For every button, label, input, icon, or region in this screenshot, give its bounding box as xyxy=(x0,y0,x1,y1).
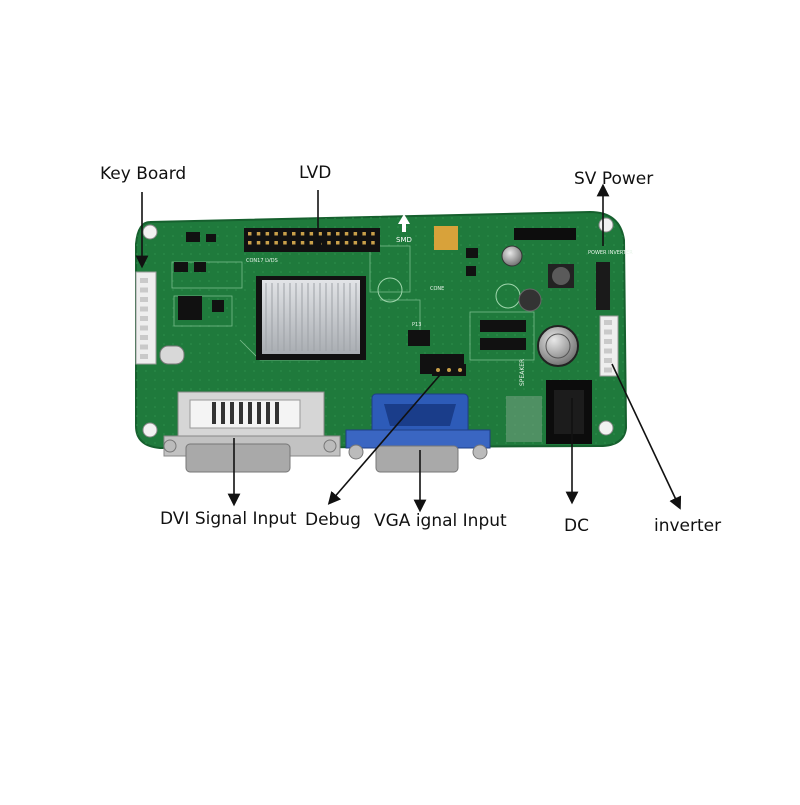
mount-hole xyxy=(598,217,614,233)
lvds-pin xyxy=(300,241,305,245)
lvds-pin xyxy=(344,232,349,236)
lvds-pin xyxy=(265,232,270,236)
lvds-pin xyxy=(265,241,270,245)
lvds-pin xyxy=(336,241,340,245)
mount-hole xyxy=(598,420,614,436)
smd-silk: SMD xyxy=(396,236,412,244)
keyboard-pin xyxy=(140,278,148,283)
lvds-pin xyxy=(248,241,252,245)
inverter-pin xyxy=(604,358,612,363)
lvds-pin xyxy=(274,241,278,245)
dvi-pin xyxy=(221,402,225,424)
mount-hole xyxy=(142,422,158,438)
crystal xyxy=(159,345,185,365)
debug-header xyxy=(432,364,466,376)
inverter-pin xyxy=(604,329,612,335)
lvds-pin xyxy=(309,232,314,236)
callout-arrows xyxy=(135,183,682,513)
top-right-components: CONE P13 xyxy=(377,226,576,328)
keyboard-pin xyxy=(140,306,148,312)
dc-jack xyxy=(546,380,592,444)
lvds-pin xyxy=(362,241,366,245)
dvi-pin xyxy=(266,402,270,424)
inverter-pin xyxy=(604,339,612,344)
lvds-pin xyxy=(318,241,322,245)
inverter-pin xyxy=(604,367,612,373)
keyboard-pin xyxy=(140,325,148,331)
label-dvi-signal-input: DVI Signal Input xyxy=(160,509,297,529)
label-keyboard: Key Board xyxy=(100,164,187,184)
arrow-debug xyxy=(327,367,447,505)
dvi-pin xyxy=(212,402,216,424)
dvi-pin xyxy=(257,402,261,424)
keyboard-pin xyxy=(140,344,148,350)
large-capacitor xyxy=(537,325,579,367)
label-inverter: inverter xyxy=(654,516,722,536)
lvds-pin xyxy=(371,232,375,236)
heatsink xyxy=(256,276,366,360)
lvds-pin xyxy=(256,232,261,236)
vga-connector xyxy=(345,393,491,473)
keyboard-pin xyxy=(140,297,148,302)
keyboard-pin xyxy=(140,287,148,293)
lvds-pin xyxy=(336,232,340,236)
lvds-pin xyxy=(248,232,252,236)
smd-marking: SMD xyxy=(396,214,412,244)
lvds-pin xyxy=(362,232,366,236)
lvds-pin xyxy=(283,241,287,245)
inverter-pin xyxy=(604,320,612,325)
keyboard-connector xyxy=(135,271,157,365)
lvds-pin xyxy=(309,241,314,245)
small-ics xyxy=(174,232,526,374)
p13-silk: P13 xyxy=(412,322,421,328)
dvi-pin xyxy=(239,402,243,424)
dvi-pin xyxy=(275,402,279,424)
label-sv-power: SV Power xyxy=(574,169,654,189)
speaker-silk: SPEAKER xyxy=(519,359,526,386)
lvds-pin xyxy=(256,241,261,245)
dvi-pin xyxy=(230,402,234,424)
lvds-pin xyxy=(292,232,296,236)
dvi-pin xyxy=(248,402,252,424)
dc-area xyxy=(506,396,542,442)
keyboard-pin xyxy=(140,354,148,359)
power-inverter-silk: POWER INVERTER xyxy=(588,250,633,256)
mount-hole xyxy=(142,224,158,240)
conn-lvds-silk: CON17 LVDS xyxy=(246,258,278,264)
inverter-pin xyxy=(604,348,612,354)
keyboard-pin xyxy=(140,316,148,321)
label-debug: Debug xyxy=(305,510,361,530)
lvds-pin xyxy=(371,241,375,245)
lvds-pin xyxy=(283,232,287,236)
lvds-pin xyxy=(274,232,278,236)
arrow-inverter xyxy=(611,363,682,510)
lvds-pin xyxy=(292,241,296,245)
lvds-pin xyxy=(318,232,322,236)
label-dc: DC xyxy=(564,516,589,536)
keyboard-pin xyxy=(140,335,148,340)
lvds-pin xyxy=(327,241,331,245)
lvds-pin xyxy=(327,232,331,236)
inverter-connector xyxy=(596,262,619,377)
lvds-pin xyxy=(353,241,358,245)
dvi-connector xyxy=(163,391,341,473)
lvds-pin xyxy=(344,241,349,245)
pcb xyxy=(135,210,628,450)
cone-silk: CONE xyxy=(430,286,444,292)
label-vga-signal-input: VGA ignal Input xyxy=(374,511,507,531)
lvds-pin xyxy=(353,232,358,236)
label-lvd: LVD xyxy=(299,163,332,183)
lvds-pin xyxy=(300,232,305,236)
